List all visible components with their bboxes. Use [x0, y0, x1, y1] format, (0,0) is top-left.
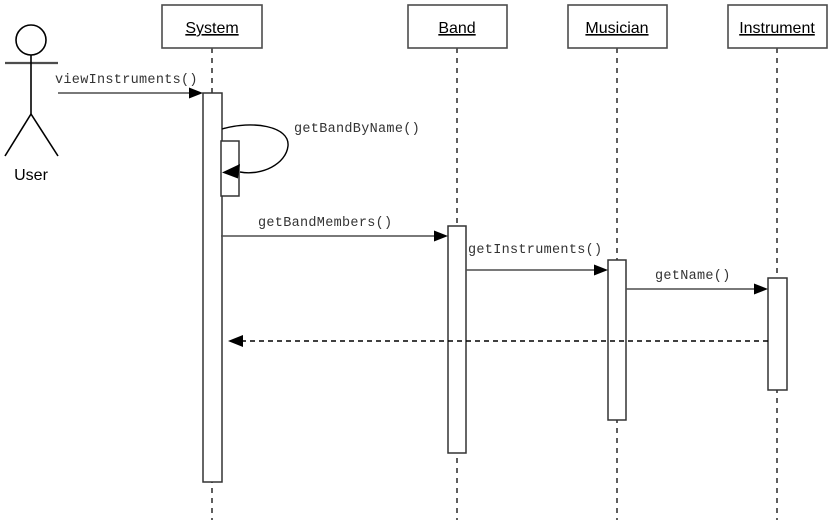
message-get-instruments-label: getInstruments(): [468, 243, 602, 258]
lifeline-instrument[interactable]: Instrument: [727, 4, 828, 520]
message-get-band-by-name-arrowhead: [222, 164, 240, 179]
message-get-name-label: getName(): [655, 269, 731, 284]
message-get-instruments[interactable]: getInstruments(): [466, 243, 608, 276]
message-get-name[interactable]: getName(): [626, 269, 768, 295]
lifeline-system-box[interactable]: [161, 4, 263, 49]
message-return[interactable]: [228, 335, 768, 347]
actor-label: User: [14, 167, 48, 184]
message-get-band-by-name-curve: [221, 124, 289, 174]
message-view-instruments[interactable]: viewInstruments(): [55, 73, 203, 99]
lifeline-instrument-label: Instrument: [739, 20, 815, 37]
lifeline-musician[interactable]: Musician: [567, 4, 668, 520]
message-get-band-members-arrowhead: [434, 230, 448, 242]
message-return-arrowhead: [228, 335, 243, 347]
lifeline-system-label: System: [185, 20, 238, 37]
actor-user[interactable]: User: [4, 24, 59, 184]
activation-bar-instrument[interactable]: [767, 277, 788, 391]
message-view-instruments-arrowhead: [189, 87, 203, 99]
lifeline-musician-label: Musician: [585, 20, 648, 37]
message-get-band-by-name[interactable]: getBandByName(): [221, 122, 420, 179]
message-get-band-by-name-label: getBandByName(): [294, 122, 420, 137]
lifeline-musician-box[interactable]: [567, 4, 668, 49]
actor-left-leg-line: [4, 113, 32, 157]
activation-bar-band[interactable]: [447, 225, 467, 454]
lifeline-band-label: Band: [438, 20, 475, 37]
message-get-instruments-arrowhead: [594, 264, 608, 276]
message-get-band-members-label: getBandMembers(): [258, 216, 392, 231]
lifeline-band-box[interactable]: [407, 4, 508, 49]
activation-bar-musician[interactable]: [607, 259, 627, 421]
actor-right-leg-line: [30, 113, 59, 157]
message-get-name-arrowhead: [754, 283, 768, 295]
lifeline-instrument-box[interactable]: [727, 4, 828, 49]
actor-head-icon: [15, 24, 47, 56]
message-view-instruments-label: viewInstruments(): [55, 73, 198, 88]
activation-bar-system[interactable]: [202, 92, 223, 483]
message-get-band-members[interactable]: getBandMembers(): [221, 216, 448, 242]
